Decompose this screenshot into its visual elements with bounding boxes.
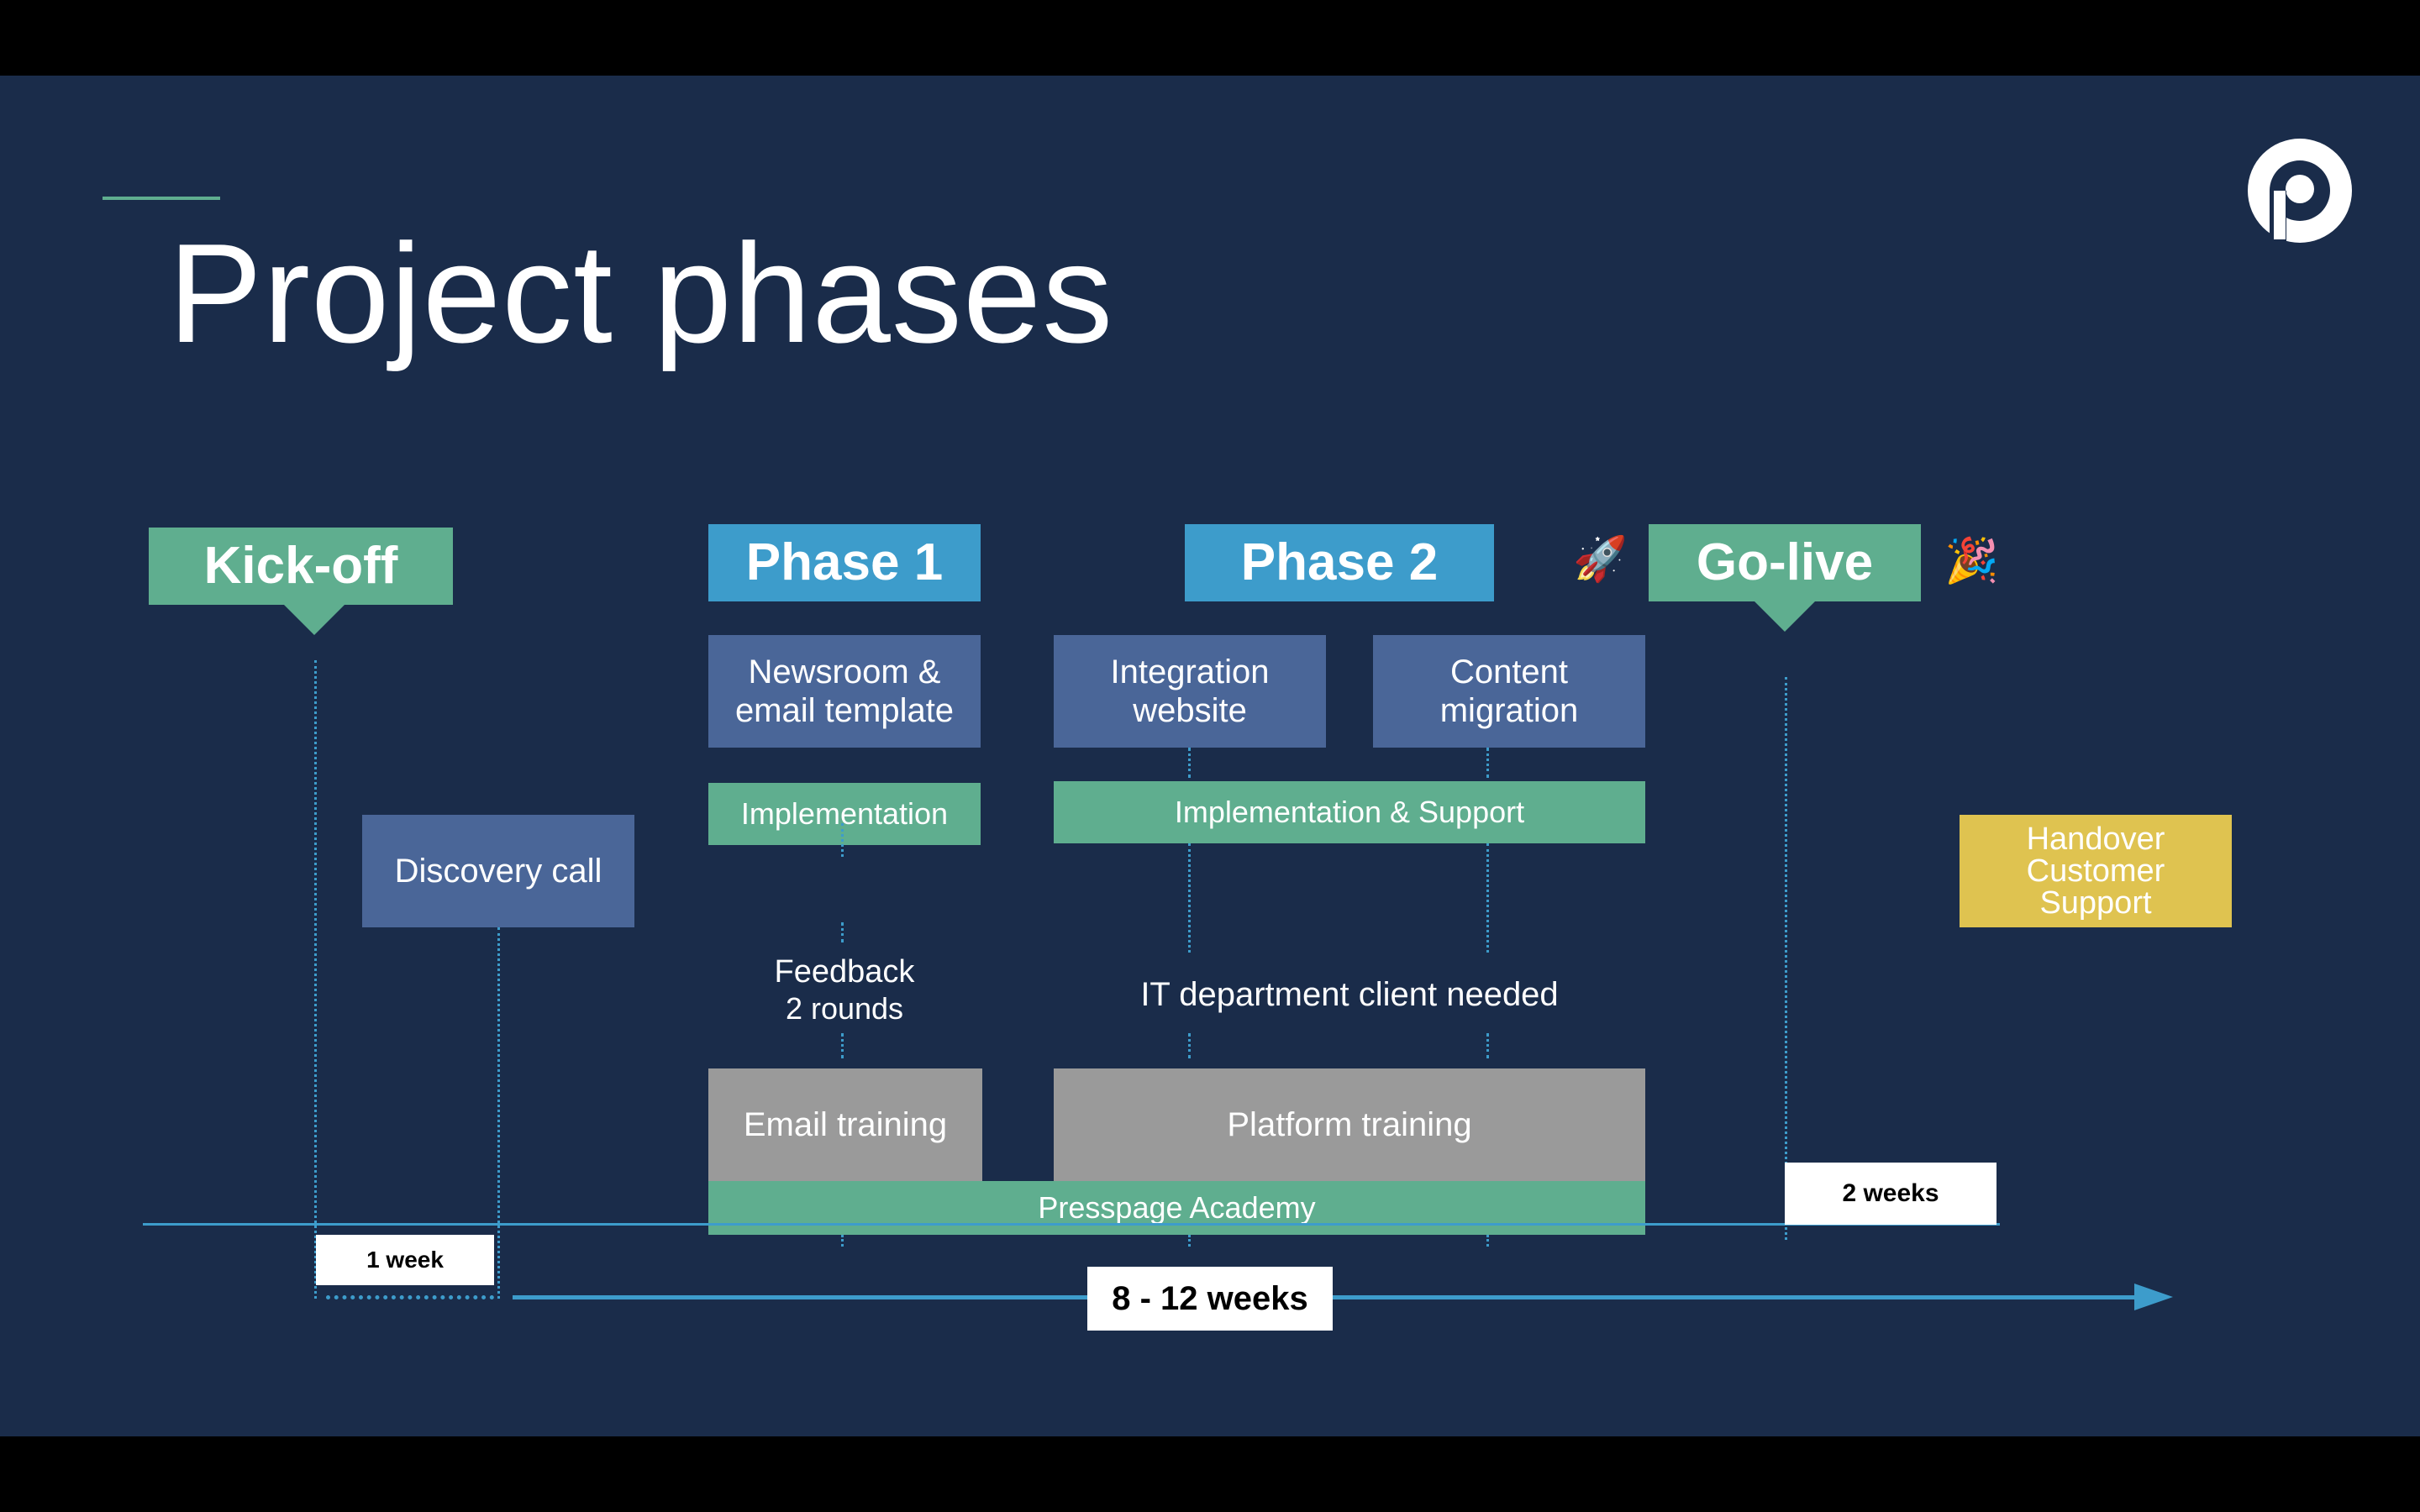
guide-dot <box>1486 1033 1489 1058</box>
email-training-box: Email training <box>708 1068 982 1181</box>
arrow-head-icon <box>2134 1284 2173 1310</box>
discovery-call-box: Discovery call <box>362 815 634 927</box>
content-migration-box: Content migration <box>1373 635 1645 748</box>
timeline-axis <box>143 1223 2000 1226</box>
two-weeks-label: 2 weeks <box>1785 1163 1996 1225</box>
one-week-label: 1 week <box>316 1235 494 1285</box>
golive-guide-line <box>1785 677 1787 1240</box>
presspage-academy-strip: Presspage Academy <box>708 1181 1645 1235</box>
platform-training-box: Platform training <box>1054 1068 1645 1181</box>
feedback-label: Feedback <box>774 954 915 990</box>
slide: Project phases Kick-off Phase 1 Phase 2 … <box>0 76 2420 1436</box>
guide-dot <box>1486 1235 1489 1247</box>
accent-line <box>103 197 220 200</box>
guide-dot <box>841 823 844 857</box>
presspage-logo-icon <box>2248 139 2352 243</box>
kickoff-guide-line <box>314 660 317 1299</box>
phase-1-header: Phase 1 <box>708 524 981 601</box>
discovery-guide-line <box>497 927 500 1299</box>
integration-website-box: Integration website <box>1054 635 1326 748</box>
rocket-icon: 🚀 <box>1573 535 1628 584</box>
handover-customer-support-box: Handover Customer Support <box>1960 815 2232 927</box>
it-department-note: IT department client needed <box>1140 976 1559 1013</box>
implementation-support-strip: Implementation & Support <box>1054 781 1645 843</box>
guide-dot <box>1486 748 1489 778</box>
guide-dot <box>1188 1235 1191 1247</box>
total-duration-label: 8 - 12 weeks <box>1087 1267 1333 1331</box>
feedback-rounds-label: 2 rounds <box>785 991 904 1026</box>
page-title: Project phases <box>168 214 1114 372</box>
guide-dot <box>1486 843 1489 953</box>
implementation-strip: Implementation <box>708 783 981 845</box>
kickoff-milestone: Kick-off <box>149 528 453 605</box>
guide-dot <box>841 922 844 942</box>
guide-dot <box>841 1235 844 1247</box>
golive-pointer <box>1754 601 1815 632</box>
guide-dot <box>1188 1033 1191 1058</box>
guide-dot <box>1188 843 1191 953</box>
party-popper-icon: 🎉 <box>1944 537 1999 585</box>
newsroom-email-template-box: Newsroom & email template <box>708 635 981 748</box>
guide-dot <box>841 1033 844 1058</box>
guide-dot <box>1188 748 1191 778</box>
kickoff-pointer <box>284 605 345 635</box>
one-week-dotted-line <box>326 1295 494 1299</box>
golive-milestone: Go-live <box>1649 524 1921 601</box>
phase-2-header: Phase 2 <box>1185 524 1494 601</box>
